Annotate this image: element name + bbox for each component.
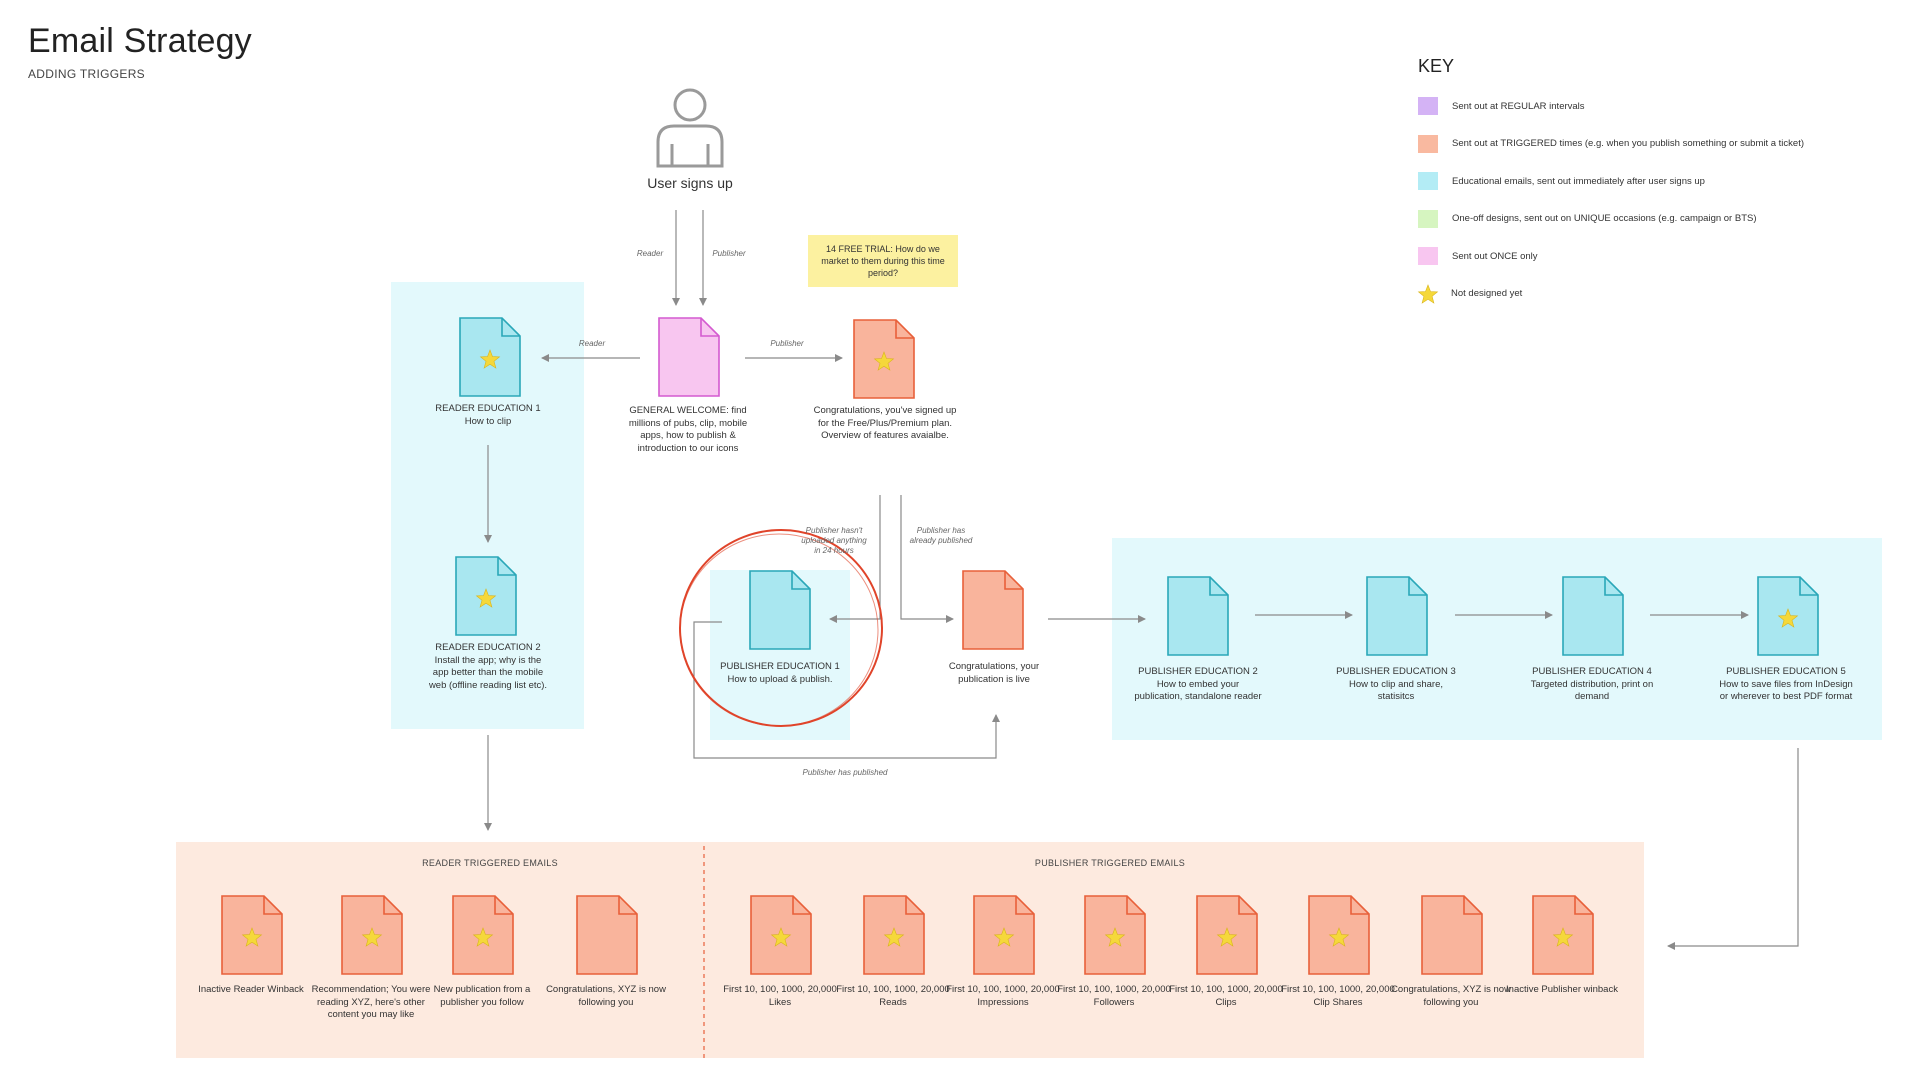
reader-triggered-title: READER TRIGGERED EMAILS <box>422 858 558 868</box>
congrats-plan-doc[interactable] <box>853 319 915 399</box>
edge-label-not-uploaded: Publisher hasn't uploaded anything in 24… <box>801 526 867 555</box>
star-icon <box>472 927 494 947</box>
reader-triggered-email-label: Recommendation; You were reading XYZ, he… <box>311 984 431 1020</box>
star-icon <box>993 927 1015 947</box>
publisher-triggered-email-label: First 10, 100, 1000, 20,000 Clip Shares <box>1281 984 1395 1008</box>
publisher-triggered-email-label: Congratulations, XYZ is now following yo… <box>1391 984 1511 1008</box>
key-row: Sent out at TRIGGERED times (e.g. when y… <box>1418 133 1804 155</box>
publisher-education-1-doc[interactable] <box>749 570 811 650</box>
publisher-triggered-email-doc[interactable] <box>973 895 1035 975</box>
publisher-triggered-email-doc[interactable] <box>863 895 925 975</box>
key-label: Sent out ONCE only <box>1452 250 1538 262</box>
edge-already-published <box>900 495 954 623</box>
key-title: KEY <box>1418 56 1455 76</box>
free-trial-note: 14 FREE TRIAL: How do we market to them … <box>808 235 958 287</box>
star-icon <box>770 927 792 947</box>
reader-education-2-label: READER EDUCATION 2 Install the app; why … <box>428 642 548 691</box>
key-label: Sent out at TRIGGERED times (e.g. when y… <box>1452 138 1805 149</box>
publisher-triggered-email-doc[interactable] <box>750 895 812 975</box>
reader-triggered-email-label: Inactive Reader Winback <box>198 984 304 995</box>
publisher-education-5-doc[interactable] <box>1757 576 1819 656</box>
star-icon <box>873 351 895 371</box>
key-row: Sent out ONCE only <box>1418 245 1538 267</box>
publisher-triggered-email-doc[interactable] <box>1421 895 1483 975</box>
publisher-education-zone <box>1112 538 1882 740</box>
general-welcome-doc[interactable] <box>658 317 720 397</box>
congrats-plan-label: Congratulations, you've signed up for th… <box>813 405 957 441</box>
edge-label-reader-left: Reader <box>578 339 606 348</box>
key-color-swatch <box>1418 172 1438 190</box>
congrats-live-label: Congratulations, your publication is liv… <box>948 661 1040 685</box>
key-color-swatch <box>1418 209 1438 228</box>
star-icon <box>1417 283 1439 305</box>
key-label: Educational emails, sent out immediately… <box>1452 175 1705 187</box>
star-icon <box>475 588 497 608</box>
key-label: Not designed yet <box>1451 288 1523 299</box>
star-icon <box>1216 927 1238 947</box>
publisher-triggered-email-label: First 10, 100, 1000, 20,000 Reads <box>836 984 950 1008</box>
page-title: Email Strategy <box>28 22 252 60</box>
edge-has-published <box>693 621 1000 759</box>
publisher-triggered-email-label: First 10, 100, 1000, 20,000 Followers <box>1057 984 1171 1008</box>
reader-triggered-email-doc[interactable] <box>576 895 638 975</box>
reader-triggered-email-label: New publication from a publisher you fol… <box>433 984 531 1008</box>
key-row: Educational emails, sent out immediately… <box>1418 170 1705 192</box>
reader-education-1-doc[interactable] <box>459 317 521 397</box>
publisher-education-2-label: PUBLISHER EDUCATION 2 How to embed your … <box>1134 666 1262 702</box>
key-label: One-off designs, sent out on UNIQUE occa… <box>1452 213 1757 224</box>
star-icon <box>1328 927 1350 947</box>
reader-triggered-email-label: Congratulations, XYZ is now following yo… <box>546 984 666 1008</box>
publisher-triggered-email-doc[interactable] <box>1084 895 1146 975</box>
publisher-education-2-doc[interactable] <box>1167 576 1229 656</box>
star-icon <box>479 349 501 369</box>
publisher-education-4-doc[interactable] <box>1562 576 1624 656</box>
edge-label-publisher-down: Publisher <box>712 249 746 258</box>
publisher-triggered-email-doc[interactable] <box>1196 895 1258 975</box>
publisher-triggered-email-doc[interactable] <box>1308 895 1370 975</box>
publisher-triggered-email-label: First 10, 100, 1000, 20,000 Clips <box>1169 984 1283 1008</box>
user-signs-up-label: User signs up <box>647 175 733 191</box>
publisher-education-5-label: PUBLISHER EDUCATION 5 How to save files … <box>1719 666 1853 702</box>
publisher-education-4-label: PUBLISHER EDUCATION 4 Targeted distribut… <box>1530 666 1654 702</box>
star-icon <box>1104 927 1126 947</box>
key-row: Not designed yet <box>1417 283 1523 305</box>
star-icon <box>883 927 905 947</box>
reader-triggered-email-doc[interactable] <box>341 895 403 975</box>
publisher-education-3-doc[interactable] <box>1366 576 1428 656</box>
star-icon <box>1552 927 1574 947</box>
edge-pub-zone-triggered <box>1667 748 1799 950</box>
key-row: Sent out at REGULAR intervals <box>1418 95 1585 117</box>
key-color-swatch <box>1418 97 1438 115</box>
reader-triggered-email-doc[interactable] <box>221 895 283 975</box>
edge-label-already-published: Publisher has already published <box>909 526 973 545</box>
edge-not-uploaded <box>829 495 881 623</box>
edge-label-publisher-right: Publisher <box>770 339 804 348</box>
star-icon <box>1777 608 1799 628</box>
congrats-live-doc[interactable] <box>962 570 1024 650</box>
general-welcome-label: GENERAL WELCOME: find millions of pubs, … <box>628 405 748 454</box>
key-color-swatch <box>1418 134 1438 153</box>
publisher-triggered-email-label: First 10, 100, 1000, 20,000 Likes <box>723 984 837 1008</box>
publisher-triggered-email-label: First 10, 100, 1000, 20,000 Impressions <box>946 984 1060 1008</box>
publisher-triggered-email-doc[interactable] <box>1532 895 1594 975</box>
key-color-swatch <box>1418 247 1438 265</box>
reader-education-1-label: READER EDUCATION 1 How to clip <box>435 403 541 427</box>
publisher-triggered-title: PUBLISHER TRIGGERED EMAILS <box>1034 858 1186 868</box>
key-row: One-off designs, sent out on UNIQUE occa… <box>1418 208 1757 230</box>
reader-triggered-email-doc[interactable] <box>452 895 514 975</box>
publisher-education-1-label: PUBLISHER EDUCATION 1 How to upload & pu… <box>720 661 840 685</box>
highlight-circle <box>679 529 883 727</box>
star-icon <box>241 927 263 947</box>
key-label: Sent out at REGULAR intervals <box>1452 100 1585 112</box>
publisher-education-3-label: PUBLISHER EDUCATION 3 How to clip and sh… <box>1336 666 1456 702</box>
user-icon <box>652 84 728 168</box>
publisher-triggered-email-label: Inactive Publisher winback <box>1506 984 1618 995</box>
page-subtitle: ADDING TRIGGERS <box>28 67 145 81</box>
reader-education-2-doc[interactable] <box>455 556 517 636</box>
star-icon <box>361 927 383 947</box>
edge-label-reader-down: Reader <box>636 249 664 258</box>
edge-label-has-published: Publisher has published <box>802 768 888 777</box>
